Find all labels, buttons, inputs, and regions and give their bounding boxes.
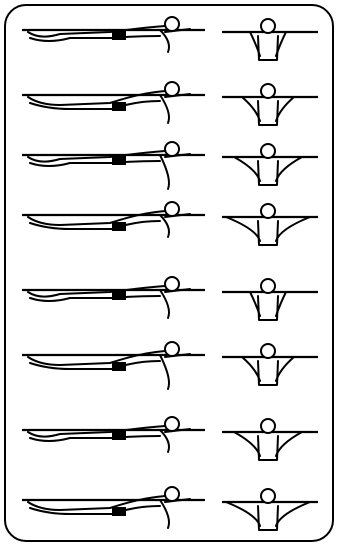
side-view-head bbox=[165, 142, 179, 156]
stroke-phase-row bbox=[22, 487, 318, 530]
front-view-swimmer bbox=[234, 432, 302, 460]
front-view-head bbox=[261, 204, 275, 218]
side-view-head bbox=[165, 417, 179, 431]
side-view-swimmer bbox=[28, 151, 190, 189]
front-view-head bbox=[261, 19, 275, 33]
side-view-swimmer bbox=[28, 351, 190, 389]
stroke-phase-row bbox=[22, 277, 318, 320]
side-view-head bbox=[165, 17, 179, 31]
front-view-swimmer bbox=[250, 32, 286, 60]
stroke-phase-row bbox=[22, 82, 318, 125]
front-view-swimmer bbox=[234, 157, 302, 185]
trunks bbox=[112, 431, 126, 440]
trunks bbox=[112, 507, 126, 516]
trunks bbox=[112, 291, 126, 300]
front-view-swimmer bbox=[226, 217, 310, 245]
front-view-swimmer bbox=[242, 357, 294, 385]
side-view-head bbox=[165, 277, 179, 291]
trunks bbox=[112, 222, 126, 231]
front-view-head bbox=[261, 489, 275, 503]
front-view-head bbox=[261, 344, 275, 358]
front-view-head bbox=[261, 144, 275, 158]
front-view-swimmer bbox=[242, 97, 294, 125]
stroke-phase-row bbox=[22, 202, 318, 245]
front-view-head bbox=[261, 279, 275, 293]
front-view-swimmer bbox=[250, 292, 286, 320]
side-view-head bbox=[165, 342, 179, 356]
side-view-head bbox=[165, 82, 179, 96]
side-view-head bbox=[165, 202, 179, 216]
stroke-phase-row bbox=[22, 142, 318, 189]
trunks bbox=[112, 102, 126, 111]
front-view-swimmer bbox=[226, 502, 310, 530]
stroke-phase-row bbox=[22, 342, 318, 389]
stroke-phase-row bbox=[22, 417, 318, 460]
trunks bbox=[112, 31, 126, 40]
trunks bbox=[112, 156, 126, 165]
side-view-head bbox=[165, 487, 179, 501]
front-view-head bbox=[261, 419, 275, 433]
front-view-head bbox=[261, 84, 275, 98]
trunks bbox=[112, 362, 126, 371]
stroke-phase-row bbox=[22, 17, 318, 60]
